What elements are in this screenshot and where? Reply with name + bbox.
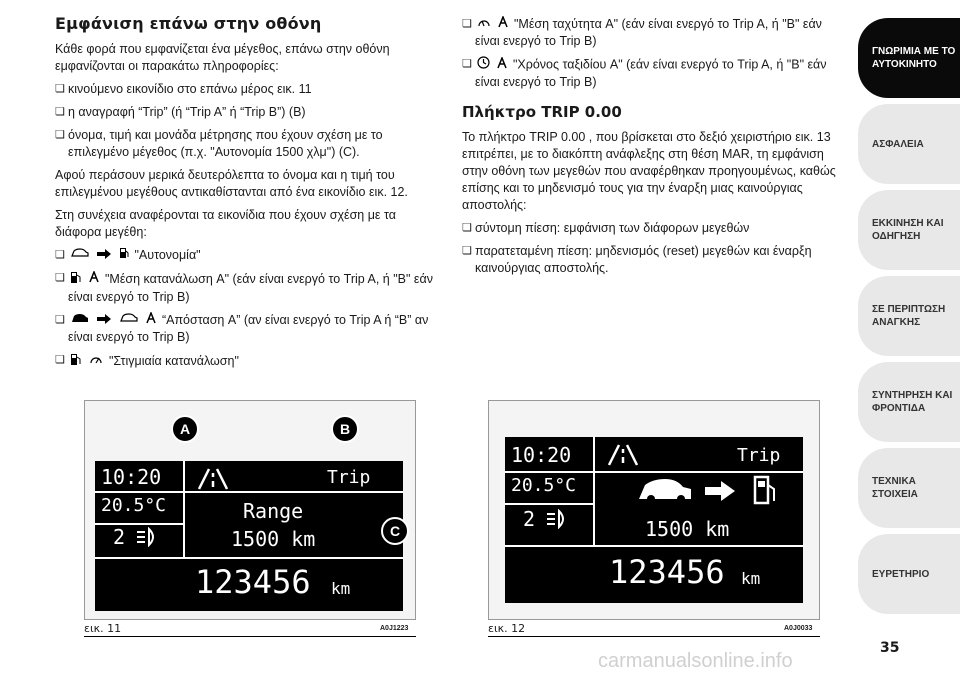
car-outline-icon: [119, 312, 139, 329]
tab-label: ΣΕ ΠΕΡΙΠΤΩΣΗ ΑΝΑΓΚΗΣ: [872, 304, 946, 328]
paragraph: Κάθε φορά που εμφανίζεται ένα μέγεθος, ε…: [55, 42, 390, 73]
trip-a-icon: [498, 15, 509, 33]
section-title: Εμφάνιση επάνω στην οθόνη: [55, 14, 322, 33]
lcd-quantity-value: 1500 km: [231, 527, 316, 551]
fuel-pump-icon: [119, 247, 129, 264]
gauge-icon: [89, 353, 103, 370]
figure-caption: εικ. 12: [488, 622, 526, 635]
tab-label: ΕΚΚΙΝΗΣΗ ΚΑΙ ΟΔΗΓΗΣΗ: [872, 218, 944, 242]
lcd-quantity-name: Range: [243, 499, 304, 523]
figure-caption: εικ. 11: [84, 622, 122, 635]
paragraph: Στη συνέχεια αναφέρονται τα εικονίδια πο…: [55, 208, 396, 239]
lcd-odometer: 123456: [609, 553, 725, 591]
headlight-icon: [545, 508, 569, 534]
bullet-item: κινούμενο εικονίδιο στο επάνω μέρος εικ.…: [55, 81, 440, 98]
road-icon: [195, 467, 231, 496]
tab-label: ΤΕΧΝΙΚΑ ΣΤΟΙΧΕΙΑ: [872, 476, 918, 500]
fuel-pump-icon: [70, 352, 82, 371]
speedometer-icon: [477, 16, 491, 33]
arrow-right-icon: [705, 481, 735, 506]
tab-safety[interactable]: ΑΣΦΑΛΕΙΑ: [858, 104, 960, 184]
caption-rule: [488, 636, 820, 637]
bullet-item: "Αυτονομία": [55, 247, 440, 264]
trip-a-icon: [497, 55, 508, 74]
bullet-item: "Μέση ταχύτητα A" (εάν είναι ενεργό το T…: [462, 15, 840, 50]
lcd-gear: 2: [523, 507, 536, 531]
fuel-pump-icon: [753, 475, 777, 510]
lcd-gear: 2: [113, 525, 126, 549]
tab-index[interactable]: ΕΥΡΕΤΗΡΙΟ: [858, 534, 960, 614]
paragraph: Το πλήκτρο TRIP 0.00 , που βρίσκεται στο…: [462, 130, 836, 213]
lcd-temp: 20.5°C: [511, 475, 577, 496]
bullet-label: "Μέση ταχύτητα A" (εάν είναι ενεργό το T…: [475, 17, 822, 49]
bullet-item: σύντομη πίεση: εμφάνιση των διάφορων μεγ…: [462, 220, 840, 237]
tab-technical-specs[interactable]: ΤΕΧΝΙΚΑ ΣΤΟΙΧΕΙΑ: [858, 448, 960, 528]
tab-label: ΣΥΝΤΗΡΗΣΗ ΚΑΙ ΦΡΟΝΤΙΔΑ: [872, 390, 953, 414]
lcd-display: 10:20 20.5°C 2 Trip 1500 km 123456 km: [505, 437, 803, 603]
arrow-right-icon: [97, 312, 112, 329]
lcd-time: 10:20: [101, 465, 162, 489]
bullet-item: “Απόσταση A” (αν είναι ενεργό το Trip A …: [55, 311, 440, 346]
lcd-odometer-unit: km: [331, 579, 351, 598]
figure-11: 10:20 20.5°C 2 Trip Range 1500 km 123456…: [84, 400, 416, 620]
callout-a: A: [171, 415, 199, 443]
figure-12: 10:20 20.5°C 2 Trip 1500 km 123456 km: [488, 400, 820, 620]
lcd-odometer-unit: km: [741, 569, 761, 588]
chapter-tabs: ΓΝΩΡΙΜΙΑ ΜΕ ΤΟ ΑΥΤΟΚΙΝΗΤΟ ΑΣΦΑΛΕΙΑ ΕΚΚΙΝ…: [858, 18, 960, 620]
bullet-item: "Χρόνος ταξιδίου A" (εάν είναι ενεργό το…: [462, 55, 840, 91]
lcd-display: 10:20 20.5°C 2 Trip Range 1500 km 123456…: [95, 461, 403, 611]
callout-c: C: [381, 517, 409, 545]
left-column: Εμφάνιση επάνω στην οθόνη Κάθε φορά που …: [55, 0, 440, 377]
fuel-pump-icon: [70, 270, 82, 289]
lcd-trip-label: Trip: [327, 467, 371, 488]
headlight-icon: [135, 526, 159, 552]
car-solid-icon: [635, 475, 695, 510]
tab-maintenance[interactable]: ΣΥΝΤΗΡΗΣΗ ΚΑΙ ΦΡΟΝΤΙΔΑ: [858, 362, 960, 442]
tab-label: ΑΣΦΑΛΕΙΑ: [872, 138, 924, 150]
callout-b: B: [331, 415, 359, 443]
lcd-odometer: 123456: [195, 563, 311, 601]
lcd-trip-label: Trip: [737, 445, 781, 466]
road-icon: [605, 443, 641, 472]
tab-emergency[interactable]: ΣΕ ΠΕΡΙΠΤΩΣΗ ΑΝΑΓΚΗΣ: [858, 276, 960, 356]
bullet-label: “Απόσταση A” (αν είναι ενεργό το Trip A …: [68, 313, 429, 345]
bullet-label: "Αυτονομία": [134, 248, 201, 262]
bullet-item: όνομα, τιμή και μονάδα μέτρησης που έχου…: [55, 127, 440, 161]
right-column: "Μέση ταχύτητα A" (εάν είναι ενεργό το T…: [462, 15, 840, 283]
bullet-item: παρατεταμένη πίεση: μηδενισμός (reset) μ…: [462, 243, 840, 277]
bullet-label: "Στιγμιαία κατανάλωση": [108, 354, 239, 369]
bullet-item: "Μέση κατανάλωση A" (εάν είναι ενεργό το…: [55, 270, 440, 306]
section-title: Πλήκτρο TRIP 0.00: [462, 103, 622, 122]
clock-icon: [477, 56, 490, 74]
car-outline-icon: [70, 247, 90, 264]
figure-code: A0J1223: [380, 625, 409, 632]
lcd-temp: 20.5°C: [101, 495, 167, 516]
trip-a-icon: [146, 311, 157, 329]
caption-rule: [84, 636, 416, 637]
figure-code: A0J0033: [784, 625, 813, 632]
bullet-label: "Χρόνος ταξιδίου A" (εάν είναι ενεργό το…: [475, 57, 827, 90]
car-solid-icon: [70, 312, 90, 329]
trip-a-icon: [89, 270, 100, 288]
paragraph: Αφού περάσουν μερικά δευτερόλεπτα το όνο…: [55, 168, 408, 199]
tab-getting-to-know-vehicle[interactable]: ΓΝΩΡΙΜΙΑ ΜΕ ΤΟ ΑΥΤΟΚΙΝΗΤΟ: [858, 18, 960, 98]
bullet-item: "Στιγμιαία κατανάλωση": [55, 352, 440, 371]
bullet-label: "Μέση κατανάλωση A" (εάν είναι ενεργό το…: [68, 272, 433, 305]
watermark: carmanualsonline.info: [598, 650, 793, 672]
tab-label: ΕΥΡΕΤΗΡΙΟ: [872, 568, 930, 580]
lcd-quantity-value: 1500 km: [645, 517, 730, 541]
arrow-right-icon: [97, 247, 112, 264]
page-number: 35: [880, 640, 900, 656]
tab-starting-driving[interactable]: ΕΚΚΙΝΗΣΗ ΚΑΙ ΟΔΗΓΗΣΗ: [858, 190, 960, 270]
tab-label: ΓΝΩΡΙΜΙΑ ΜΕ ΤΟ ΑΥΤΟΚΙΝΗΤΟ: [872, 46, 956, 70]
bullet-item: η αναγραφή “Trip” (ή “Trip A” ή “Trip B”…: [55, 104, 440, 121]
lcd-time: 10:20: [511, 443, 572, 467]
